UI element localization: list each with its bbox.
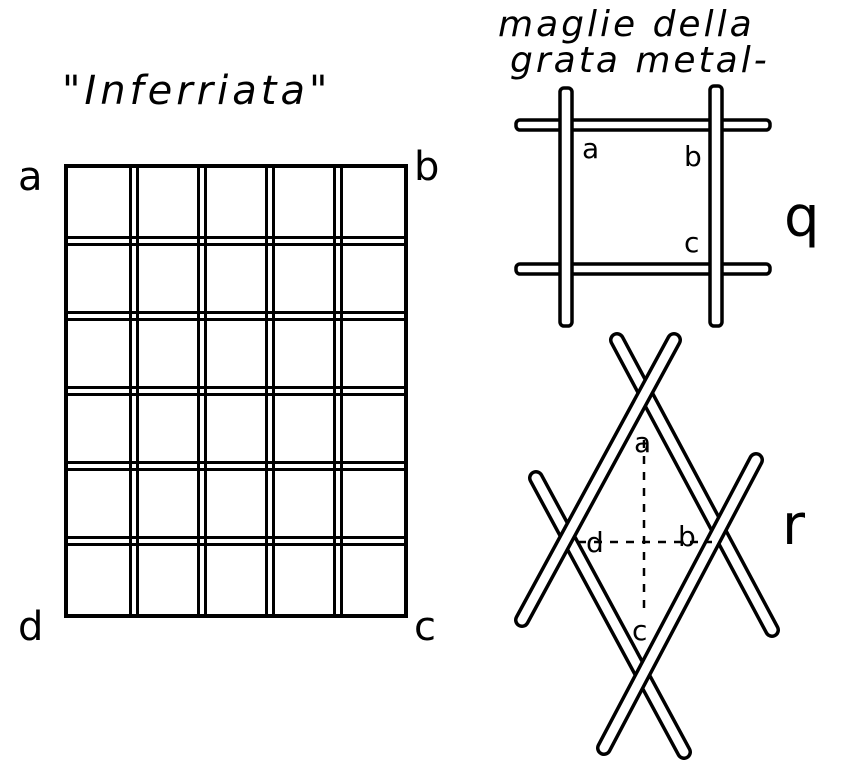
diamond-point-b: b [678, 520, 696, 553]
square-mesh-label-q: q [784, 185, 820, 250]
grille-corner-c: c [414, 604, 436, 650]
mesh-heading: maglie della grata metal- [498, 4, 770, 81]
square-mesh-point-a: a [582, 132, 599, 165]
square-mesh-rod-bottom [514, 262, 772, 276]
grille-vertical-bars [129, 166, 343, 616]
diamond-mesh-figure: a b c d r [514, 332, 806, 760]
grille-corner-a: a [18, 154, 43, 200]
square-mesh-point-c: c [684, 226, 699, 259]
square-mesh-point-b: b [684, 140, 702, 173]
diamond-point-c: c [632, 614, 647, 647]
grille-frame [64, 164, 408, 618]
diamond-rod-4 [599, 455, 761, 753]
diamond-rod-2 [531, 473, 689, 757]
square-mesh-rod-left [558, 86, 574, 328]
grille-figure: "Inferriata" a b c d [18, 68, 439, 650]
grille-corner-b: b [414, 144, 439, 190]
heading-line-2: grata metal- [510, 40, 770, 81]
square-mesh-rod-right [708, 84, 724, 328]
square-mesh-rod-top [514, 118, 772, 132]
diamond-point-a: a [634, 426, 651, 459]
grille-horizontal-bars [66, 236, 406, 546]
heading-line-1: maglie della [498, 4, 755, 45]
grille-corner-d: d [18, 604, 43, 650]
diamond-rod-3 [517, 335, 679, 625]
diamond-mesh-label-r: r [782, 493, 806, 558]
square-mesh-figure: a b c q [514, 84, 820, 328]
diamond-point-d: d [586, 526, 604, 559]
grille-title: "Inferriata" [62, 68, 331, 114]
